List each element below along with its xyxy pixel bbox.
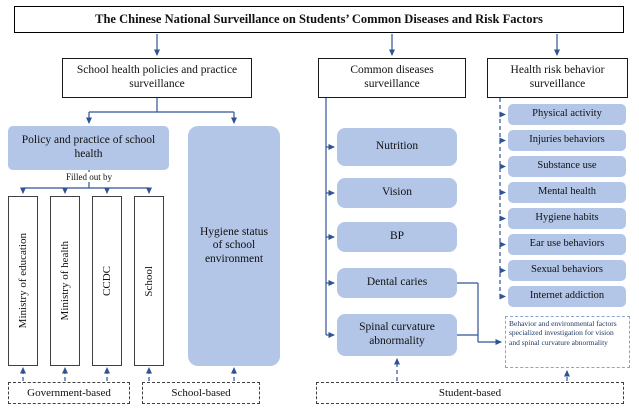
behavior-box-internet-addiction: Internet addiction [508, 286, 626, 307]
behavior-box-hygiene-habits: Hygiene habits [508, 208, 626, 229]
filled-out-by-label: Filled out by [49, 172, 129, 182]
hygiene-status-box: Hygiene status of school environment [188, 126, 280, 366]
category-student-based: Student-based [316, 382, 624, 404]
disease-box-dental-caries: Dental caries [337, 268, 457, 298]
org-box-ccdc: CCDC [92, 196, 122, 366]
behavior-box-substance-use: Substance use [508, 156, 626, 177]
category-school-based: School-based [142, 382, 260, 404]
branch-header-school-health-policies: School health policies and practice surv… [62, 58, 252, 98]
policy-and-practice-box: Policy and practice of school health [8, 126, 169, 170]
org-box-ministry-of-education: Ministry of education [8, 196, 38, 366]
org-box-school: School [134, 196, 164, 366]
behavior-box-sexual-behaviors: Sexual behaviors [508, 260, 626, 281]
branch-header-common-diseases: Common diseases surveillance [318, 58, 466, 98]
behavior-box-injuries: Injuries behaviors [508, 130, 626, 151]
disease-box-spinal-curvature: Spinal curvature abnormality [337, 314, 457, 356]
org-label: Ministry of education [17, 233, 29, 329]
org-label: Ministry of health [59, 241, 71, 321]
specialized-investigation-note: Behavior and environmental factors speci… [505, 316, 630, 368]
disease-box-nutrition: Nutrition [337, 128, 457, 166]
behavior-box-ear-use: Ear use behaviors [508, 234, 626, 255]
behavior-box-mental-health: Mental health [508, 182, 626, 203]
org-label: School [143, 265, 155, 297]
disease-box-vision: Vision [337, 178, 457, 208]
diagram-title: The Chinese National Surveillance on Stu… [14, 6, 624, 33]
org-label: CCDC [101, 266, 113, 296]
category-government-based: Government-based [8, 382, 130, 404]
disease-box-bp: BP [337, 222, 457, 252]
branch-header-health-risk-behavior: Health risk behavior surveillance [487, 58, 628, 98]
behavior-box-physical-activity: Physical activity [508, 104, 626, 125]
org-box-ministry-of-health: Ministry of health [50, 196, 80, 366]
